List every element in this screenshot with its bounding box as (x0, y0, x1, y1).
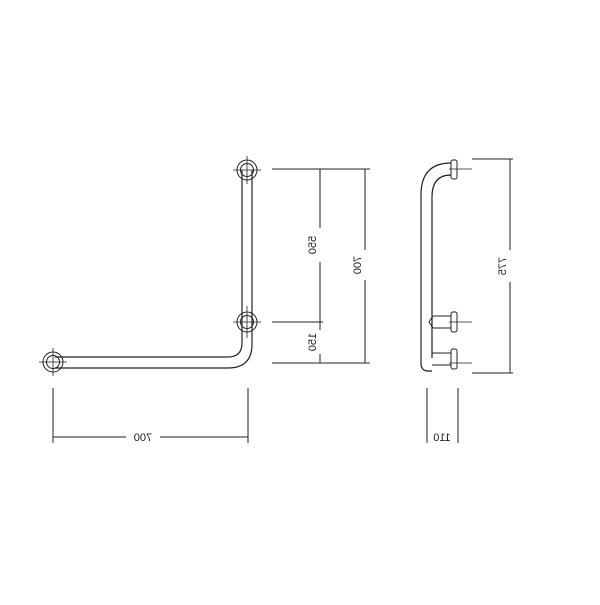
side-view-grab-bar (420, 159, 472, 372)
dim-700-width-label: 700 (134, 432, 152, 444)
dim-150-label: 150 (307, 333, 319, 351)
bar-outline-outer (55, 170, 253, 369)
front-vertical-dimensions: 550 150 700 (272, 168, 370, 364)
front-view-grab-bar (39, 156, 261, 376)
side-horizontal-dimension: 110 (426, 388, 459, 444)
front-horizontal-dimension: 700 (52, 388, 249, 444)
bar-outline-inner (55, 170, 243, 358)
rosette-middle (233, 306, 261, 338)
side-bar-inner (431, 174, 452, 358)
side-vertical-dimension: 775 (472, 158, 513, 374)
dim-550-label: 550 (307, 236, 319, 254)
dim-110-label: 110 (433, 432, 451, 444)
dim-775-label: 775 (497, 257, 509, 275)
side-bar-outer (420, 162, 452, 372)
flange-middle (449, 311, 472, 333)
dim-700-height-label: 700 (352, 256, 364, 274)
middle-support (428, 315, 451, 329)
flange-bottom (449, 348, 472, 370)
rosette-top (233, 156, 261, 184)
rosette-left (39, 348, 67, 376)
flange-top (449, 159, 472, 180)
